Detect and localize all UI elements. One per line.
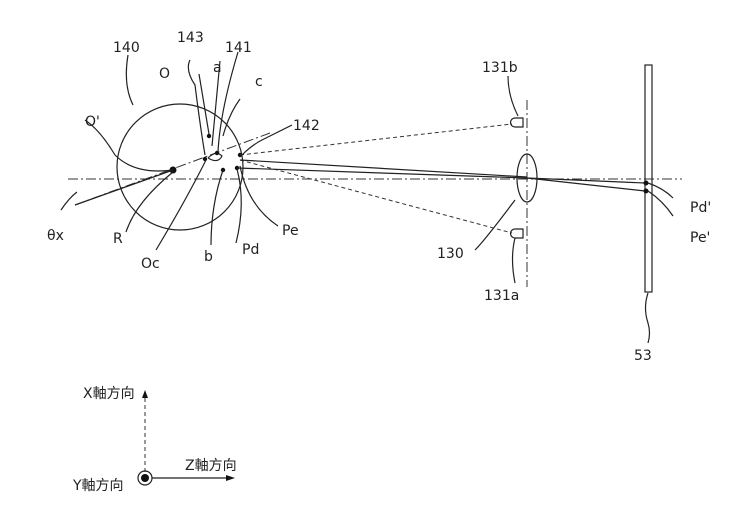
x-axis-arrowhead bbox=[142, 390, 148, 398]
y-axis-dot bbox=[141, 474, 149, 482]
label-O-prime: O' bbox=[85, 114, 100, 130]
leader-lines bbox=[60, 51, 674, 344]
label-Pd: Pd bbox=[242, 242, 259, 258]
point-Pd-prime bbox=[643, 180, 649, 186]
label-142: 142 bbox=[293, 118, 320, 134]
label-c: c bbox=[255, 74, 263, 90]
label-theta-x: θx bbox=[47, 228, 64, 244]
z-axis-arrowhead bbox=[226, 475, 235, 481]
label-140: 140 bbox=[113, 40, 140, 56]
label-130: 130 bbox=[437, 246, 464, 262]
label-143: 143 bbox=[177, 30, 204, 46]
label-O: O bbox=[159, 66, 170, 82]
ray-Pe bbox=[239, 159, 528, 178]
y-axis-circle bbox=[137, 470, 153, 486]
ray-led-a bbox=[239, 159, 513, 234]
label-z-axis: Z軸方向 bbox=[185, 458, 237, 474]
label-131a: 131a bbox=[484, 288, 519, 304]
label-x-axis: X軸方向 bbox=[83, 386, 135, 402]
label-Pe: Pe bbox=[282, 223, 299, 239]
label-a: a bbox=[213, 60, 222, 76]
point-Oc bbox=[202, 156, 208, 162]
led-131b bbox=[509, 117, 524, 128]
label-Oc: Oc bbox=[141, 256, 160, 272]
ray-Pd bbox=[236, 167, 528, 179]
label-Pd-prime: Pd' bbox=[690, 200, 711, 216]
ray-Pe-prime bbox=[526, 177, 646, 192]
label-141: 141 bbox=[225, 40, 252, 56]
lens-130 bbox=[516, 153, 538, 203]
eyeball-140 bbox=[116, 103, 244, 231]
label-Pe-prime: Pe' bbox=[690, 230, 710, 246]
point-a bbox=[206, 133, 212, 139]
cornea-141 bbox=[207, 152, 223, 162]
visual-axis-solid bbox=[74, 169, 174, 206]
ray-Pd-prime bbox=[526, 177, 646, 184]
label-y-axis: Y軸方向 bbox=[72, 478, 124, 494]
point-Pe-prime bbox=[643, 188, 649, 194]
label-131b: 131b bbox=[482, 60, 518, 76]
ray-led-b bbox=[239, 123, 513, 156]
label-b: b bbox=[204, 249, 213, 265]
label-R: R bbox=[113, 231, 123, 247]
label-53: 53 bbox=[634, 348, 652, 364]
led-131a bbox=[509, 228, 524, 239]
screen-53 bbox=[644, 64, 653, 293]
